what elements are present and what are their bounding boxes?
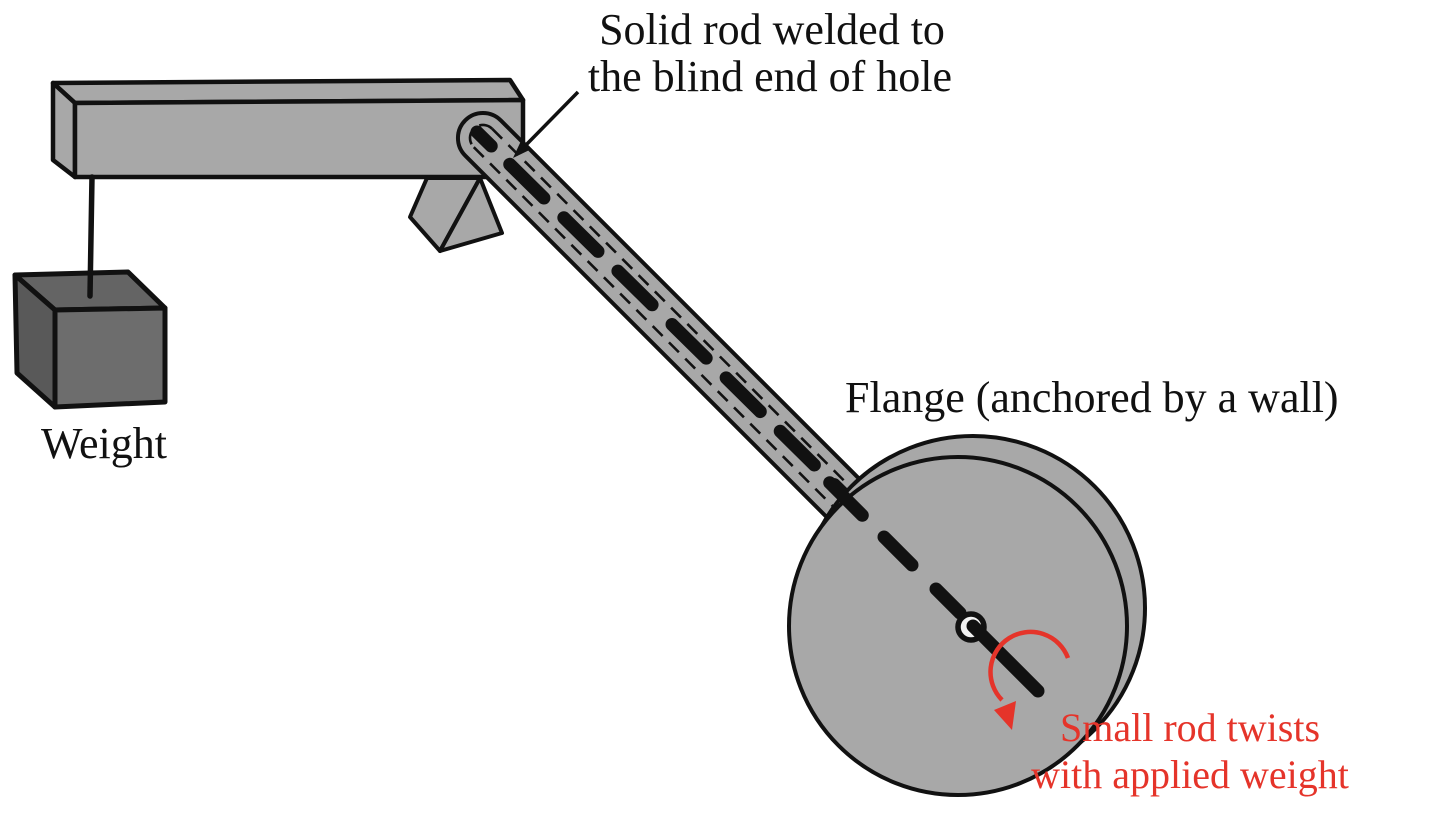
twist-arrowhead [994, 701, 1016, 730]
leader-arrow [513, 90, 580, 158]
rod-dash-rim [823, 476, 869, 522]
gusset-bracket [408, 176, 504, 253]
rod-centerline-tube [470, 125, 865, 515]
twist-label-line-2: with applied weight [1031, 752, 1349, 797]
flange [787, 434, 1147, 797]
rod-centerline-flange [823, 476, 967, 620]
weight-block [12, 269, 168, 410]
hanging-string [87, 174, 95, 299]
flange-label: Flange (anchored by a wall) [845, 373, 1339, 422]
beam-front-face [72, 97, 526, 180]
rod-dash-face-3 [966, 619, 1045, 698]
beam [50, 77, 526, 180]
hole-edge-upper [491, 127, 867, 503]
hole-hidden-lines [468, 123, 867, 522]
weight-label: Weight [41, 419, 167, 468]
twist-label-line-1: Small rod twists [1060, 705, 1320, 750]
title-line-2: the blind end of hole [588, 52, 952, 101]
beam-left-face [50, 80, 78, 180]
gusset-triangle [438, 176, 504, 253]
hole-blind-end-arc [468, 123, 494, 149]
leader-arrowhead [513, 141, 530, 158]
twist-arrow [988, 629, 1071, 730]
twist-arrow-arc [988, 629, 1071, 702]
title-line-1: Solid rod welded to [599, 5, 945, 54]
weight-front-face [52, 305, 168, 410]
rod-dash-face-1 [877, 530, 919, 572]
leader-arrow-line [523, 90, 580, 148]
hole-edge-lower [472, 146, 848, 522]
rod-dash-face-2 [929, 582, 967, 620]
